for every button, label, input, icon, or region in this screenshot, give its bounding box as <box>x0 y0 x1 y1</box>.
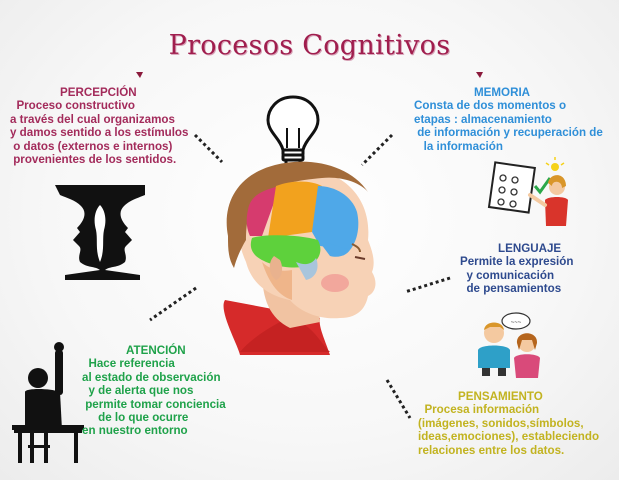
percepcion-line: y damos sentido a los estímulos <box>10 126 189 140</box>
memoria-block: MEMORIA Consta de dos momentos o etapas … <box>414 86 603 153</box>
talking-people-icon: ~~~ <box>478 312 540 378</box>
percepcion-line: provenientes de los sentidos. <box>10 153 177 167</box>
brain-head-icon <box>223 161 376 355</box>
lenguaje-line: y comunicación <box>460 268 555 282</box>
connector-atencion <box>149 286 197 322</box>
connector-lines <box>149 133 451 419</box>
title-left-marker <box>136 72 143 78</box>
pensamiento-line: (imágenes, sonidos,símbolos, <box>418 416 584 430</box>
connector-percepcion <box>193 133 224 164</box>
connector-memoria <box>360 133 394 167</box>
memoria-heading: MEMORIA <box>474 86 531 99</box>
lenguaje-heading: LENGUAJE <box>498 242 562 255</box>
percepcion-block: PERCEPCIÓN Proceso constructivo a través… <box>10 86 188 166</box>
atencion-line: Hace referencia <box>82 357 175 371</box>
memoria-line: etapas : almacenamiento <box>414 112 552 126</box>
page-title: Procesos Cognitivos <box>168 30 451 61</box>
student-raising-hand-icon <box>12 342 84 463</box>
face-vase-icon <box>55 185 145 280</box>
lenguaje-block: LENGUAJE Permite la expresión y comunica… <box>460 242 573 296</box>
percepcion-line: o datos (externos e internos) <box>10 139 173 153</box>
atencion-heading: ATENCIÓN <box>126 344 186 357</box>
atencion-line: permite tomar conciencia <box>82 397 226 411</box>
percepcion-heading: PERCEPCIÓN <box>60 86 137 99</box>
title-right-marker <box>476 72 483 78</box>
svg-text:~~~: ~~~ <box>511 320 522 326</box>
atencion-line: en nuestro entorno <box>82 424 188 438</box>
connector-pensamiento <box>385 379 412 419</box>
atencion-line: de lo que ocurre <box>82 411 189 425</box>
pensamiento-line: ideas,emociones), estableciendo <box>418 430 600 444</box>
percepcion-line: Proceso constructivo <box>10 99 135 113</box>
atencion-line: y de alerta que nos <box>82 384 194 398</box>
pensamiento-heading: PENSAMIENTO <box>458 390 543 403</box>
atencion-block: ATENCIÓN Hace referencia al estado de ob… <box>82 344 226 438</box>
connector-lenguaje <box>404 276 451 294</box>
pensamiento-line: Procesa información <box>418 403 540 417</box>
atencion-line: al estado de observación <box>82 370 221 384</box>
lightbulb-icon <box>266 95 320 166</box>
lenguaje-line: Permite la expresión <box>460 255 574 269</box>
pensamiento-line: relaciones entre los datos. <box>418 443 565 457</box>
percepcion-line: a través del cual organizamos <box>10 112 175 126</box>
memoria-line: Consta de dos momentos o <box>414 99 567 113</box>
lenguaje-line: de pensamientos <box>460 282 562 296</box>
memory-test-icon <box>487 157 568 226</box>
pensamiento-block: PENSAMIENTO Procesa información (imágene… <box>418 390 599 457</box>
memoria-line: de información y recuperación de <box>414 126 603 140</box>
memoria-line: la información <box>414 139 503 153</box>
